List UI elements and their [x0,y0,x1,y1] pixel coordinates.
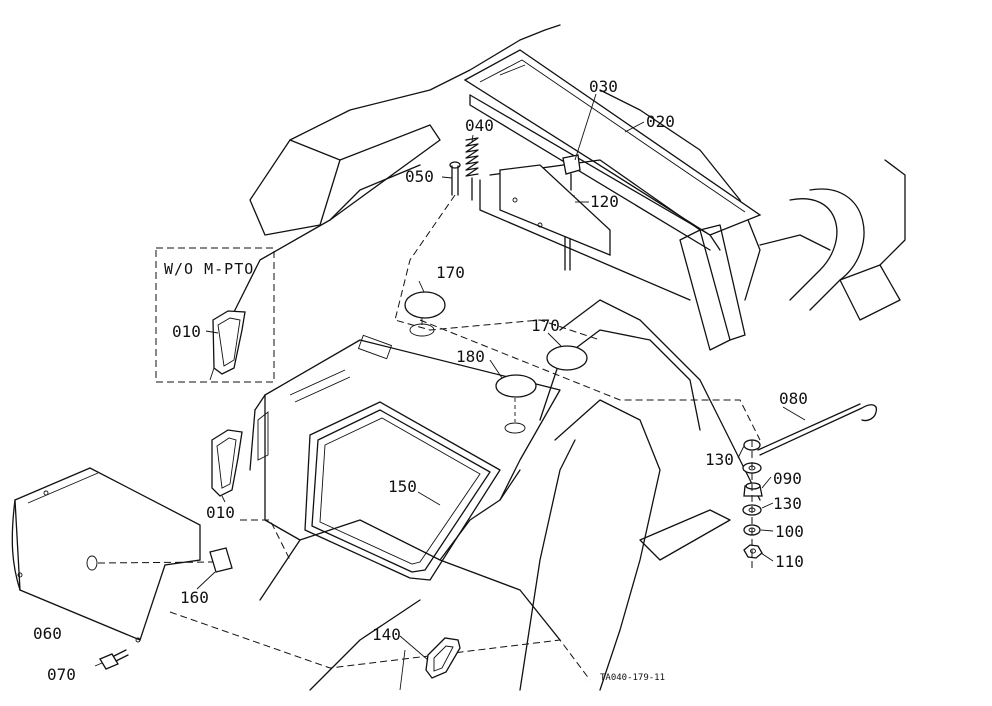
callout-090: 090 [773,469,802,488]
callout-060: 060 [33,624,62,643]
callout-030: 030 [589,77,618,96]
callout-020: 020 [646,112,675,131]
grommet-170-right [546,345,588,371]
grommet-140 [425,637,461,679]
grommet-010-body [211,429,243,497]
grommet-180 [495,374,537,434]
tractor-body-outline [169,24,906,691]
callout-120: 120 [590,192,619,211]
callout-050: 050 [405,167,434,186]
callout-labels: 030 020 040 050 120 170 170 180 150 010 … [33,77,808,684]
pin-050 [449,161,461,196]
callout-010-inset: 010 [172,322,201,341]
callout-130-top: 130 [705,450,734,469]
callout-150: 150 [388,477,417,496]
bracket-plate [499,164,611,256]
callout-100: 100 [775,522,804,541]
inset-without-mpto [155,247,275,383]
bushing-090 [743,482,763,497]
center-cover [249,334,561,541]
spring-040 [465,137,479,201]
cover-060 [11,467,216,643]
drawing-code: TA040-179-11 [600,673,665,683]
callout-070: 070 [47,665,76,684]
callout-130-bottom: 130 [773,494,802,513]
nut-110 [743,544,763,559]
callout-140: 140 [372,625,401,644]
gasket-150 [304,401,501,581]
leader-lines [94,93,806,667]
bolt-070 [99,649,129,670]
callout-170-right: 170 [531,316,560,335]
callout-040: 040 [465,116,494,135]
bolt-030 [562,154,581,191]
callout-170-left: 170 [436,263,465,282]
rod-080 [757,403,878,456]
callout-010-body: 010 [206,503,235,522]
grommet-170-left [404,291,446,337]
callout-110: 110 [775,552,804,571]
inset-caption: W/O M-PTO [164,260,254,278]
callout-180: 180 [456,347,485,366]
callout-160: 160 [180,588,209,607]
callout-080: 080 [779,389,808,408]
clip-160 [209,547,233,573]
